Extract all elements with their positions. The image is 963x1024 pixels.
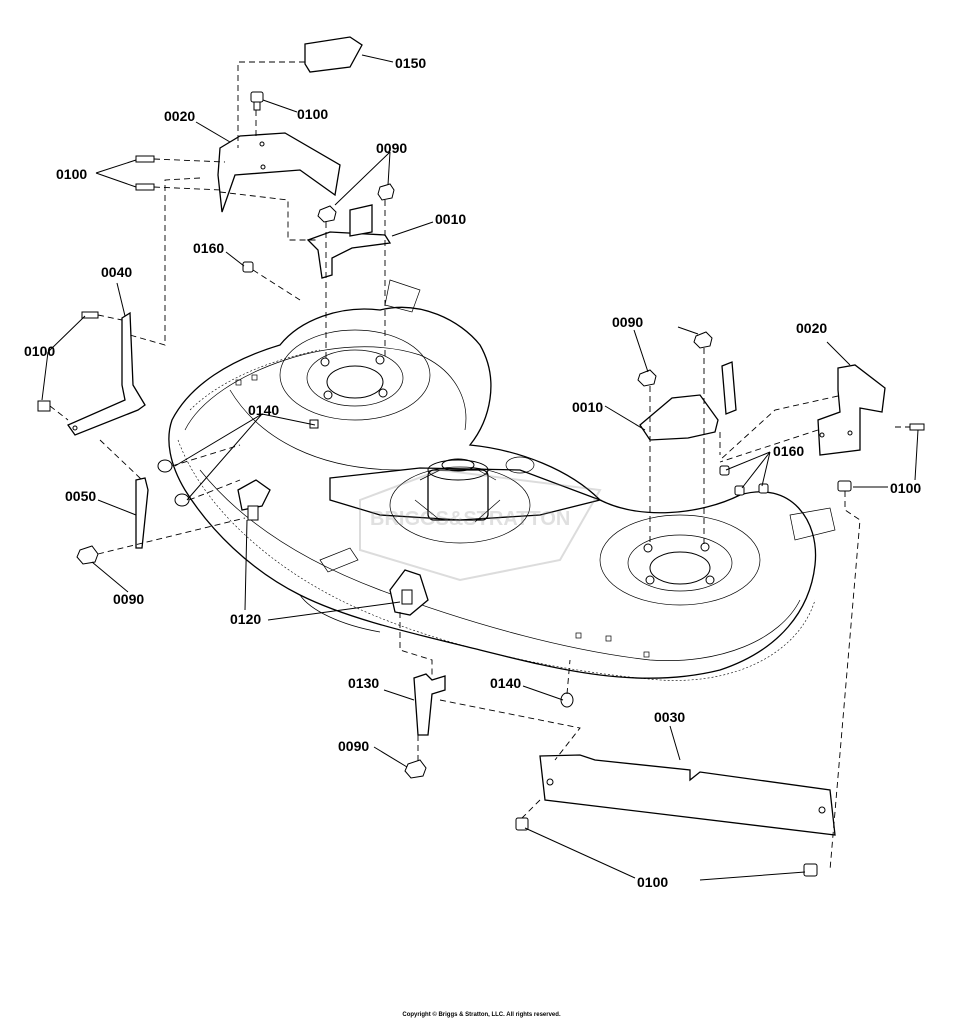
label-0100-top[interactable]: 0100	[297, 106, 328, 122]
label-0120[interactable]: 0120	[230, 611, 261, 627]
part-labels: 0150 0100 0020 0100 0090 0010 0160 0040 …	[24, 55, 921, 890]
mower-deck-housing	[168, 279, 836, 681]
part-0020-bracket[interactable]	[217, 132, 341, 213]
label-0050[interactable]: 0050	[65, 488, 96, 504]
part-0100-bolts-right[interactable]	[837, 423, 925, 492]
part-0090-nut-left[interactable]	[76, 545, 99, 565]
part-0120-blade[interactable]	[237, 479, 429, 616]
part-0160-bolt[interactable]	[242, 261, 254, 273]
label-0130[interactable]: 0130	[348, 675, 379, 691]
part-0040-bracket[interactable]	[67, 311, 146, 436]
label-0100-right[interactable]: 0100	[890, 480, 921, 496]
part-0090-nut-bottom[interactable]	[404, 759, 427, 779]
part-0100-bolt[interactable]	[250, 91, 264, 111]
part-0100-bolts-left[interactable]	[135, 155, 155, 191]
label-0040[interactable]: 0040	[101, 264, 132, 280]
label-0140-left[interactable]: 0140	[248, 402, 279, 418]
part-0160-bolts-right[interactable]	[719, 465, 769, 496]
label-0140-bottom[interactable]: 0140	[490, 675, 521, 691]
leader-lines	[41, 54, 919, 881]
label-0030[interactable]: 0030	[654, 709, 685, 725]
part-0130-bracket[interactable]	[413, 673, 446, 736]
label-0150[interactable]: 0150	[395, 55, 426, 71]
watermark-text: BRIGGS&STRATTON	[370, 508, 570, 530]
copyright-notice: Copyright © Briggs & Stratton, LLC. All …	[402, 1012, 561, 1018]
label-0010-right[interactable]: 0010	[572, 399, 603, 415]
label-0090-right[interactable]: 0090	[612, 314, 643, 330]
label-0100-0040[interactable]: 0100	[24, 343, 55, 359]
part-0010-bracket-right[interactable]	[639, 394, 719, 441]
part-0050-strap[interactable]	[135, 477, 149, 549]
part-0150-cover[interactable]	[304, 36, 363, 73]
part-0090-nuts-right[interactable]	[637, 331, 713, 387]
label-0090-bottom[interactable]: 0090	[338, 738, 369, 754]
part-0020-bracket-right[interactable]	[817, 364, 886, 456]
label-0160-left[interactable]: 0160	[193, 240, 224, 256]
label-0160-right[interactable]: 0160	[773, 443, 804, 459]
label-0020-left[interactable]: 0020	[164, 108, 195, 124]
label-0090-left[interactable]: 0090	[113, 591, 144, 607]
brand-watermark: BRIGGS&STRATTON	[359, 468, 602, 582]
label-0100-bottom[interactable]: 0100	[637, 874, 668, 890]
assembly-lines	[49, 61, 910, 871]
label-0010-top[interactable]: 0010	[435, 211, 466, 227]
part-0090-nuts-top[interactable]	[317, 183, 395, 223]
label-0020-right[interactable]: 0020	[796, 320, 827, 336]
part-0030-plate[interactable]	[539, 754, 836, 836]
part-0010-bracket[interactable]	[306, 231, 392, 279]
label-0100-left[interactable]: 0100	[56, 166, 87, 182]
label-0090-top[interactable]: 0090	[376, 140, 407, 156]
